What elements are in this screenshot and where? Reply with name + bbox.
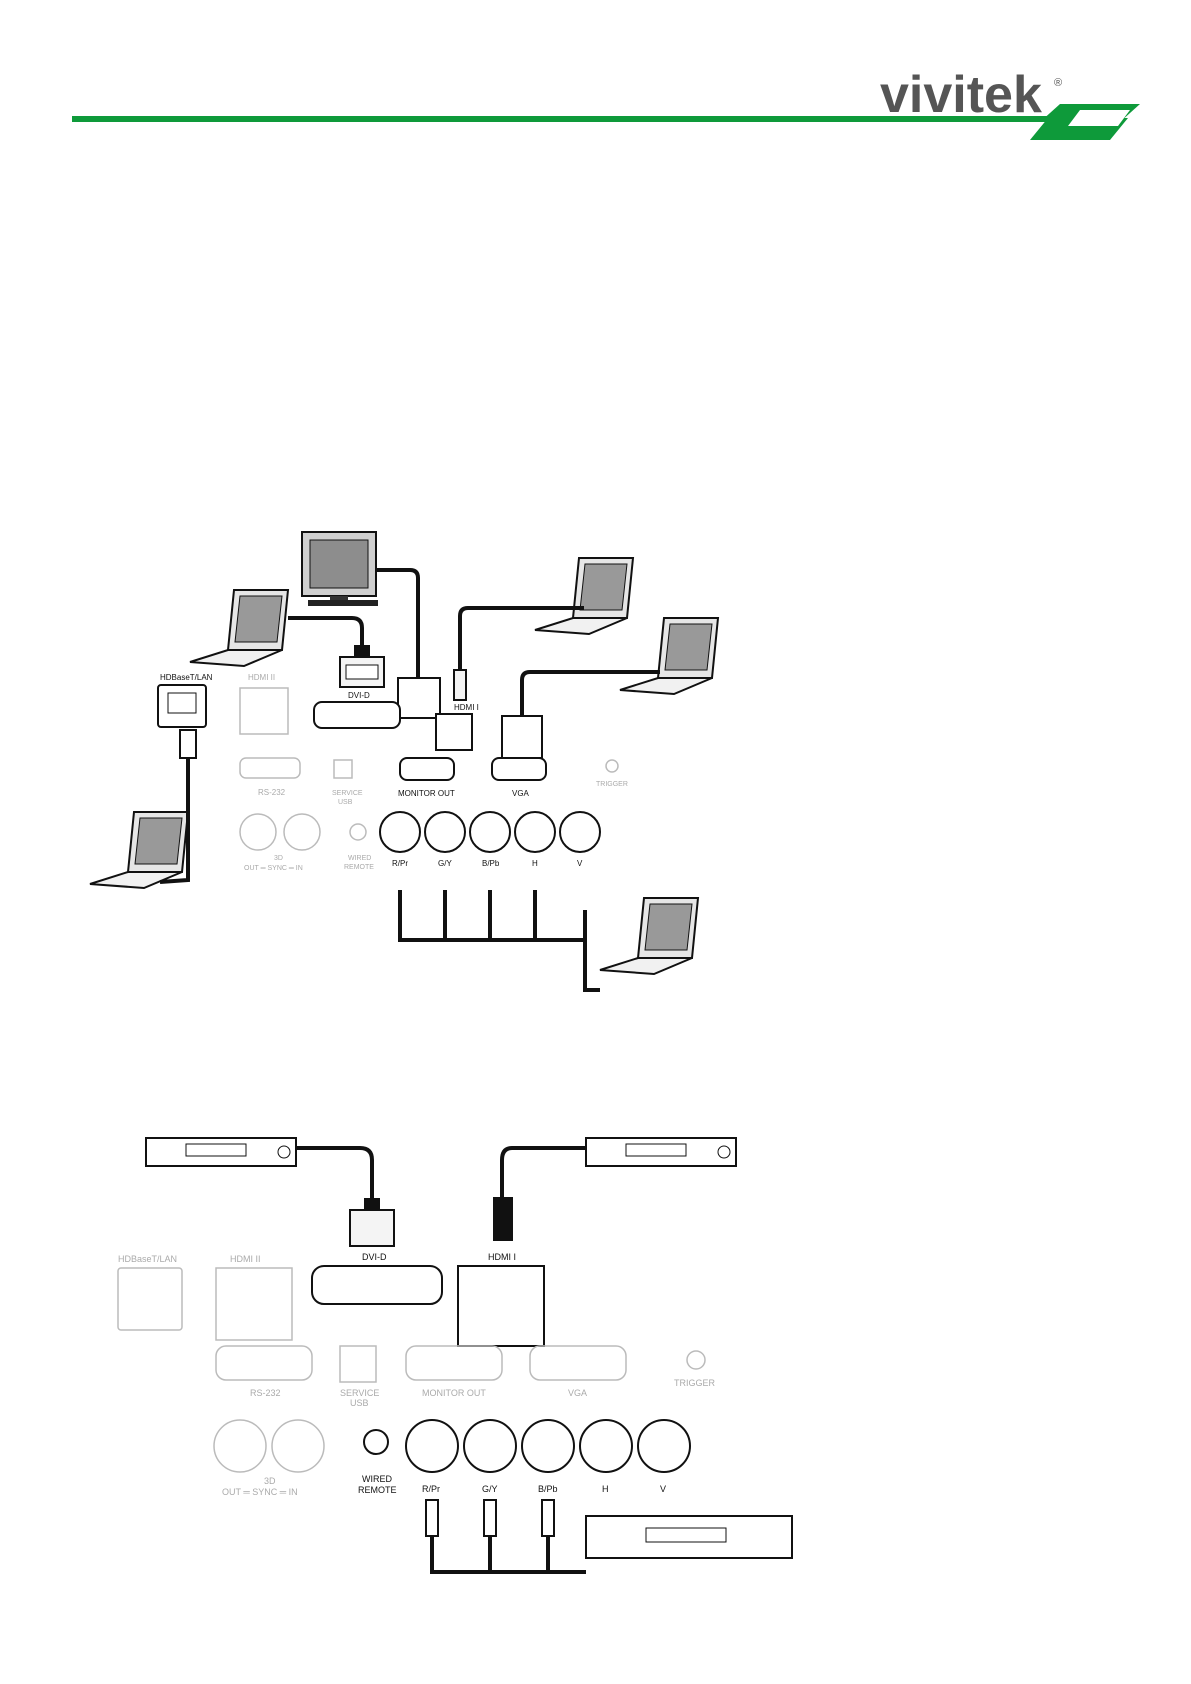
service-usb-port <box>340 1346 376 1382</box>
bnc-g-port <box>464 1420 516 1472</box>
bnc-h-port <box>515 812 555 852</box>
service-usb-label: SERVICE <box>332 790 363 797</box>
bnc-h-port <box>580 1420 632 1472</box>
monitor-out-label: MONITOR OUT <box>422 1388 486 1398</box>
dvid-port <box>314 702 400 728</box>
rs232-label: RS-232 <box>250 1388 281 1398</box>
av-device-icon <box>586 1138 736 1166</box>
hdbaset-label: HDBaseT/LAN <box>160 673 213 682</box>
hdmi-plug <box>494 1198 512 1240</box>
trigger-label: TRIGGER <box>674 1378 716 1388</box>
monitor-out-label: MONITOR OUT <box>398 789 455 798</box>
dvi-plug <box>350 1198 394 1246</box>
bnc-g-port <box>425 812 465 852</box>
bnc-r-port <box>380 812 420 852</box>
wired-remote-label-line2: REMOTE <box>344 864 374 871</box>
rs232-port <box>240 758 300 778</box>
wired-remote-label-line2: REMOTE <box>358 1485 397 1495</box>
service-usb-label: SERVICE <box>340 1388 379 1398</box>
bnc-v-port <box>638 1420 690 1472</box>
bnc-ports <box>380 812 600 852</box>
hdmi1-port <box>458 1266 544 1346</box>
monitor-out-port <box>406 1346 502 1380</box>
wired-remote-label: WIRED <box>362 1474 392 1484</box>
vga-plug <box>502 716 542 758</box>
hdbaset-label: HDBaseT/LAN <box>118 1254 177 1264</box>
monitor-icon <box>302 532 378 606</box>
trigger-label: TRIGGER <box>596 781 628 788</box>
bnc-plugs <box>426 1500 554 1536</box>
bnc-ports <box>406 1420 690 1472</box>
hdmi1-label: HDMI I <box>488 1252 516 1262</box>
dvi-plug <box>340 645 384 687</box>
wired-remote-port <box>364 1430 388 1454</box>
vga-label: VGA <box>568 1388 587 1398</box>
vga-label: VGA <box>512 789 530 798</box>
bnc-h-label: H <box>532 859 538 868</box>
bnc-g-label: G/Y <box>438 859 452 868</box>
av-device-icon <box>586 1516 792 1558</box>
pc-connection-svg: HDBaseT/LAN HDMI II DVI-D HDMI I RS-232 … <box>0 520 1191 1000</box>
rs232-port <box>216 1346 312 1380</box>
hdmi1-port <box>436 714 472 750</box>
bnc-g-label: G/Y <box>482 1484 498 1494</box>
trigger-port <box>687 1351 705 1369</box>
sync-in-port <box>272 1420 324 1472</box>
bnc-h-label: H <box>602 1484 609 1494</box>
sync-out-port <box>240 814 276 850</box>
sync-label: OUT ═ SYNC ═ IN <box>222 1487 298 1497</box>
header-graphic: vivitek ® <box>0 0 1191 150</box>
vga-port <box>492 758 546 780</box>
monitor-out-port <box>400 758 454 780</box>
sync-in-port <box>284 814 320 850</box>
service-usb-label-line2: USB <box>338 799 353 806</box>
logo-registered-mark: ® <box>1054 77 1062 89</box>
logo-swoosh <box>1030 104 1140 140</box>
threed-label: 3D <box>274 855 283 862</box>
bnc-b-label: B/Pb <box>538 1484 558 1494</box>
hdmi-plug <box>454 670 466 700</box>
laptop-icon <box>600 898 698 974</box>
rs232-label: RS-232 <box>258 788 286 797</box>
threed-label: 3D <box>264 1476 276 1486</box>
hdbaset-port <box>118 1268 182 1330</box>
lan-plug <box>180 730 196 758</box>
bnc-v-port <box>560 812 600 852</box>
sync-label: OUT ═ SYNC ═ IN <box>244 865 303 872</box>
av-connection-diagram: HDBaseT/LAN HDMI II DVI-D HDMI I RS-232 … <box>0 1120 1191 1590</box>
logo-wordmark: vivitek <box>880 66 1042 124</box>
bnc-v-label: V <box>660 1484 666 1494</box>
dvid-label: DVI-D <box>362 1252 387 1262</box>
sync-out-port <box>214 1420 266 1472</box>
av-device-icon <box>146 1138 296 1166</box>
service-usb-port <box>334 760 352 778</box>
bnc-b-port <box>470 812 510 852</box>
bnc-b-label: B/Pb <box>482 859 500 868</box>
trigger-port <box>606 760 618 772</box>
vga-port <box>530 1346 626 1380</box>
hdmi2-label: HDMI II <box>230 1254 261 1264</box>
page-header: vivitek ® <box>0 0 1191 150</box>
bnc-b-port <box>522 1420 574 1472</box>
pc-connection-diagram: HDBaseT/LAN HDMI II DVI-D HDMI I RS-232 … <box>0 520 1191 1000</box>
dvid-label: DVI-D <box>348 691 370 700</box>
wired-remote-label: WIRED <box>348 855 371 862</box>
service-usb-label-line2: USB <box>350 1398 369 1408</box>
bnc-v-label: V <box>577 859 583 868</box>
hdmi1-label: HDMI I <box>454 703 479 712</box>
dvid-port <box>312 1266 442 1304</box>
hdmi2-port <box>216 1268 292 1340</box>
laptop-icon <box>620 618 718 694</box>
laptop-icon <box>535 558 633 634</box>
av-connection-svg: HDBaseT/LAN HDMI II DVI-D HDMI I RS-232 … <box>0 1120 1191 1590</box>
laptop-icon <box>190 590 288 666</box>
bnc-r-port <box>406 1420 458 1472</box>
hdmi2-port <box>240 688 288 734</box>
bnc-r-label: R/Pr <box>422 1484 440 1494</box>
wired-remote-port <box>350 824 366 840</box>
bnc-r-label: R/Pr <box>392 859 408 868</box>
hdmi2-label: HDMI II <box>248 673 275 682</box>
monitor-out-plug <box>398 678 440 718</box>
laptop-icon <box>90 812 188 888</box>
